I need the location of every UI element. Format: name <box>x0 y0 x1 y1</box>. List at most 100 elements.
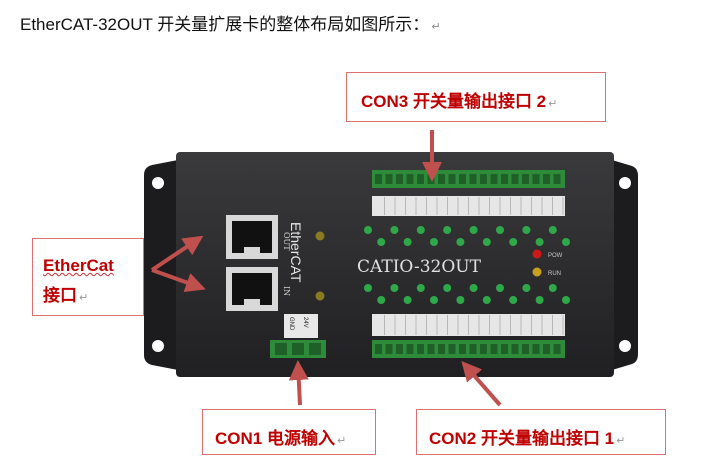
return-mark: ↵ <box>431 21 441 33</box>
output-led <box>562 238 570 246</box>
callout-con2-text: CON2 开关量输出接口 1 <box>429 429 615 448</box>
channel-label-strip-bottom <box>372 314 565 336</box>
terminal-screw <box>406 174 414 184</box>
terminal-screw <box>480 174 487 184</box>
output-led <box>443 226 452 234</box>
terminal-screw <box>553 344 561 354</box>
ethercat-logo: EtherCAT <box>288 222 304 283</box>
callout-ethercat-line1: EtherCat <box>43 256 114 275</box>
output-led <box>509 238 518 246</box>
mounting-hole-bottom-left <box>152 340 164 352</box>
terminal-screw <box>490 344 498 354</box>
return-mark: ↵ <box>616 435 626 447</box>
terminal-screw <box>396 344 403 354</box>
terminal-screw <box>543 174 550 184</box>
output-led <box>535 238 544 246</box>
terminal-screw <box>448 344 456 354</box>
power-terminal-con1 <box>270 340 326 358</box>
output-led <box>416 226 425 234</box>
pow-label: POW <box>548 253 563 259</box>
terminal-screw <box>417 344 424 354</box>
led-row-top <box>364 226 570 246</box>
arrow-con2 <box>461 360 502 407</box>
output-led <box>496 226 504 234</box>
output-led <box>469 226 478 234</box>
output-led <box>456 296 465 304</box>
terminal-screw <box>522 174 529 184</box>
terminal-screw <box>553 174 561 184</box>
mounting-flange-right <box>612 160 638 370</box>
terminal-screw <box>511 344 519 354</box>
terminal-screw <box>459 174 466 184</box>
output-led <box>496 284 504 292</box>
output-led <box>430 238 438 246</box>
output-led <box>364 226 372 234</box>
port-in-label: IN <box>282 286 291 296</box>
model-name: CATIO-32OUT <box>357 257 482 277</box>
output-led <box>548 226 557 234</box>
output-led <box>509 296 518 304</box>
terminal-screw <box>396 174 403 184</box>
terminal-screw <box>448 174 456 184</box>
output-led <box>548 284 557 292</box>
output-led <box>469 284 478 292</box>
output-led <box>416 284 425 292</box>
output-led <box>522 226 531 234</box>
output-led <box>377 238 386 246</box>
terminal-screw <box>417 174 424 184</box>
terminal-screw <box>375 344 382 354</box>
terminal-screw <box>501 174 508 184</box>
led-row-bottom <box>364 284 570 304</box>
terminal-screw <box>438 174 445 184</box>
output-led <box>403 238 412 246</box>
output-led <box>482 296 491 304</box>
terminal-screw <box>385 174 393 184</box>
callout-ethercat: EtherCat 接口↵ <box>32 238 144 316</box>
pow-led <box>532 249 542 259</box>
output-led <box>390 226 399 234</box>
output-terminal-con2 <box>372 340 565 358</box>
arrow-ethercat-out <box>150 235 204 272</box>
mounting-hole-top-left <box>152 177 164 189</box>
run-label: RUN <box>548 271 561 277</box>
terminal-screw <box>385 344 393 354</box>
output-led <box>522 284 531 292</box>
terminal-screw <box>501 344 508 354</box>
terminal-screw <box>375 174 382 184</box>
power-label-strip <box>284 314 318 338</box>
ethernet-port-out <box>226 215 278 259</box>
return-mark: ↵ <box>548 98 558 110</box>
terminal-screw <box>490 174 498 184</box>
return-mark: ↵ <box>336 435 347 447</box>
terminal-screw <box>469 344 477 354</box>
mounting-hole-top-right <box>619 177 631 189</box>
callout-con2: CON2 开关量输出接口 1↵ <box>416 409 666 455</box>
terminal-screw <box>511 174 519 184</box>
terminal-screw <box>469 174 477 184</box>
terminal-screw <box>532 344 540 354</box>
channel-label-strip-top <box>372 196 565 216</box>
callout-con1: CON1 电源输入↵ <box>202 409 376 455</box>
output-led <box>482 238 491 246</box>
callout-ethercat-line2: 接口 <box>43 286 77 305</box>
mounting-hole-bottom-right <box>619 340 631 352</box>
arrow-ethercat-in <box>151 268 206 292</box>
output-led <box>390 284 399 292</box>
terminal-screw <box>438 344 445 354</box>
power-label-gnd: GND <box>288 317 294 331</box>
port-out-label: OUT <box>282 232 291 251</box>
callout-con3: CON3 开关量输出接口 2↵ <box>346 72 606 122</box>
output-led <box>535 296 544 304</box>
terminal-screw <box>543 344 550 354</box>
terminal-screw <box>532 174 540 184</box>
terminal-screw <box>406 344 414 354</box>
output-led <box>456 238 465 246</box>
link-led-out <box>315 231 325 241</box>
output-led <box>443 284 452 292</box>
output-led <box>377 296 386 304</box>
terminal-screw <box>427 344 435 354</box>
run-led <box>532 267 542 277</box>
return-mark: ↵ <box>79 292 89 304</box>
output-led <box>364 284 372 292</box>
